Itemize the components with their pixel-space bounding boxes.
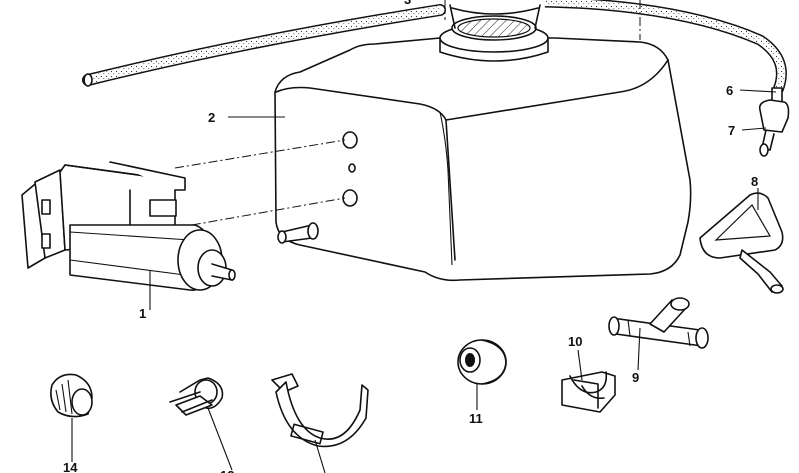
cap	[50, 373, 93, 418]
hose-clamp	[169, 377, 224, 416]
callout-10: 10	[568, 334, 582, 349]
callout-labels: 1 2 3 6 7 8 9 10 11 12 13 14	[63, 0, 758, 473]
leader-lines	[71, 89, 777, 473]
callout-9: 9	[632, 370, 639, 385]
callout-11: 11	[469, 411, 483, 426]
assembly-lines	[174, 0, 641, 229]
callout-13: 13	[320, 470, 334, 473]
callout-8: 8	[751, 174, 758, 189]
callout-2: 2	[208, 110, 215, 125]
callout-1: 1	[139, 306, 146, 321]
callout-14: 14	[63, 460, 78, 473]
callout-7: 7	[728, 123, 735, 138]
grommet	[457, 339, 507, 385]
check-valve	[758, 87, 790, 157]
callout-12: 12	[220, 468, 234, 473]
callout-3: 3	[404, 0, 411, 7]
washer-reservoir	[274, 4, 692, 282]
hose-top	[82, 4, 446, 87]
washer-jet	[699, 192, 784, 294]
washer-pump	[21, 161, 236, 291]
clip	[561, 371, 616, 413]
hose-right	[544, 0, 787, 93]
t-connector	[608, 297, 709, 349]
strap	[271, 373, 369, 448]
callout-6: 6	[726, 83, 733, 98]
